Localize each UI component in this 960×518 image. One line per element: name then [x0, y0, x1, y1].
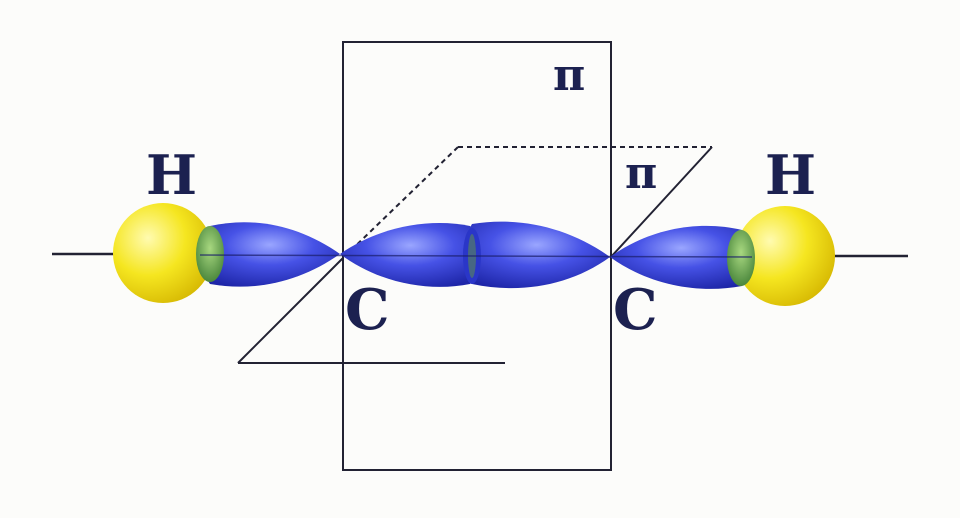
label-c-left: C — [345, 277, 390, 343]
cc-sigma-lobe-left — [340, 223, 481, 287]
right-overlap-region — [727, 230, 755, 286]
label-h-right: H — [765, 143, 817, 207]
horizontal-plane-left-front-edge — [237, 257, 344, 364]
horizontal-plane-right-edge — [609, 146, 713, 259]
label-h-left: H — [146, 143, 198, 207]
right-hydrogen-sphere — [735, 206, 835, 306]
label-c-right: C — [613, 277, 658, 343]
label-pi-vertical-plane: π — [553, 50, 586, 101]
cc-sigma-lobe-right — [463, 221, 610, 289]
left-overlap-region — [196, 226, 224, 282]
label-pi-horizontal-plane: π — [625, 148, 658, 199]
left-hydrogen-sphere — [113, 203, 213, 303]
left-ch-sigma-lobe — [199, 222, 340, 287]
molecular-axis — [199, 254, 753, 258]
